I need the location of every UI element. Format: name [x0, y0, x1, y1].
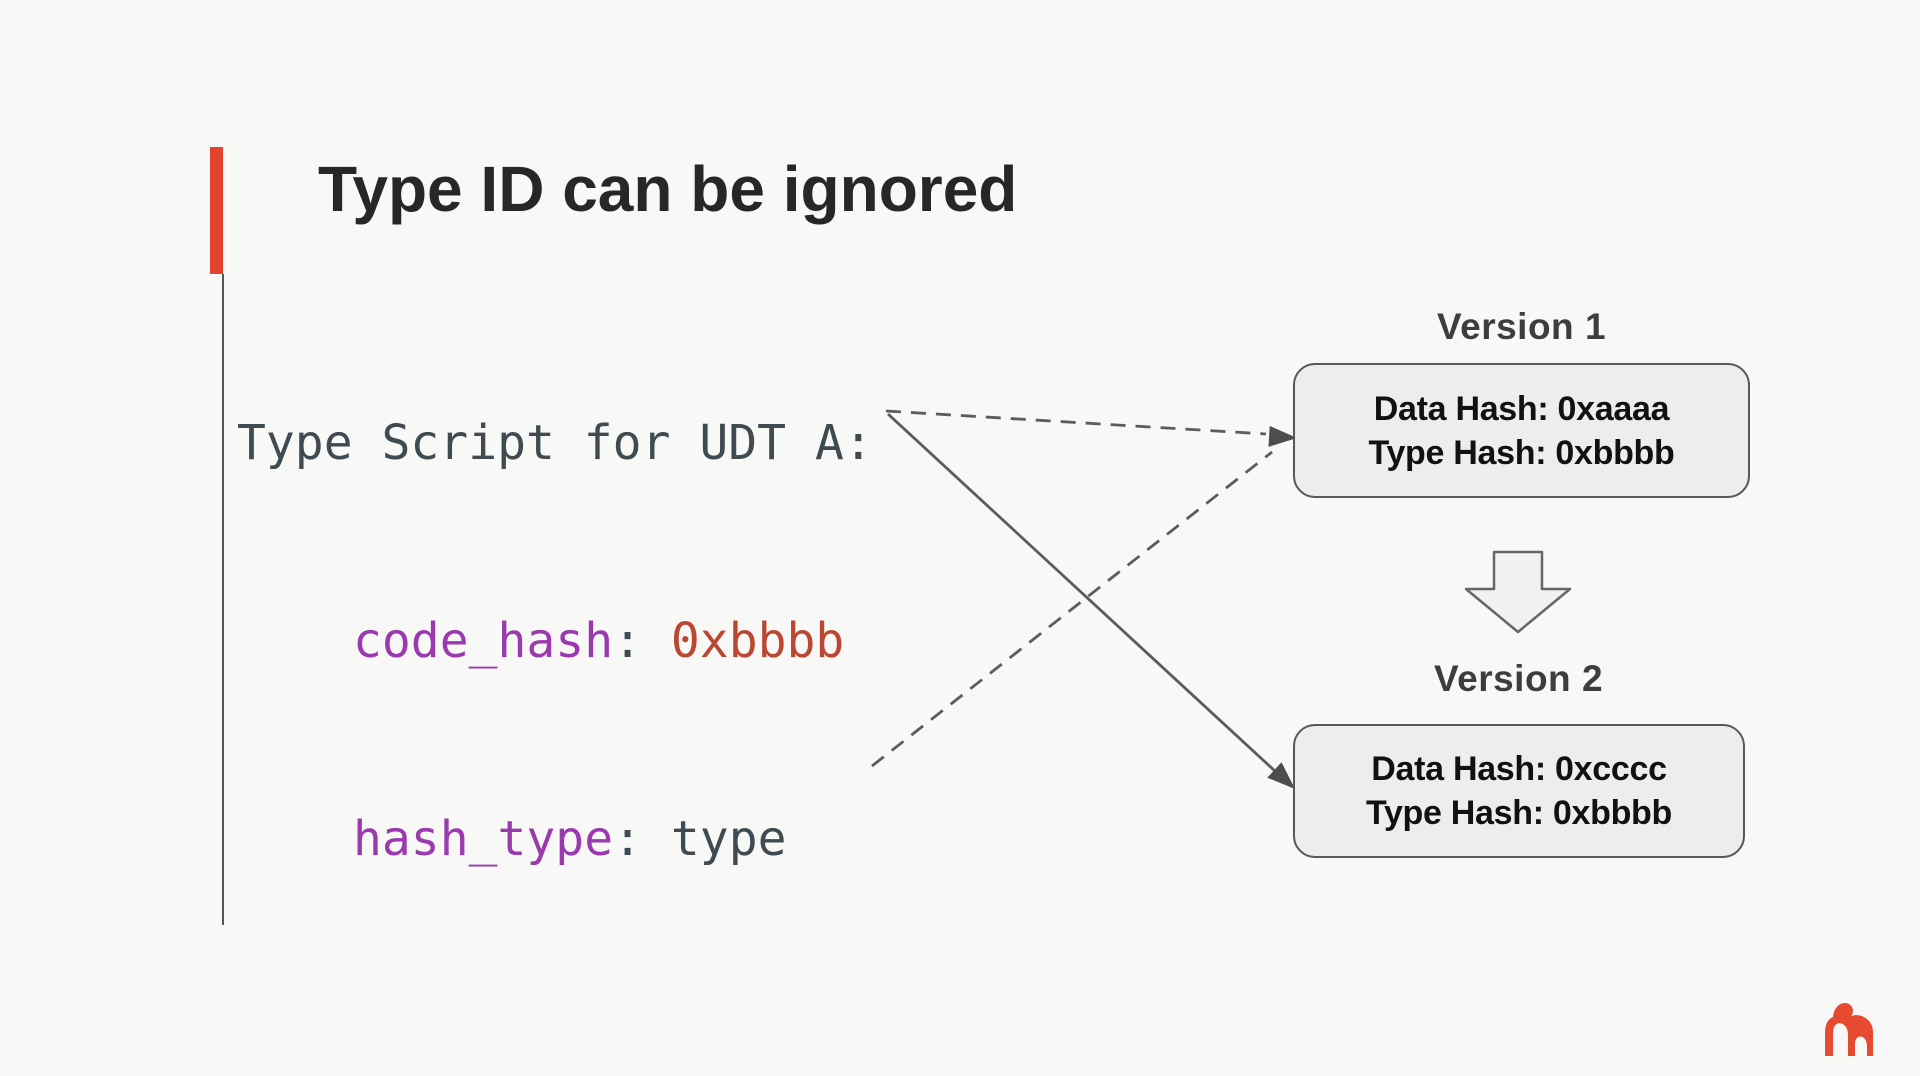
- code-header-a-text: Type Script for UDT A:: [237, 415, 873, 471]
- left-vertical-rule: [222, 274, 224, 925]
- version2-data-hash: Data Hash: 0xcccc: [1371, 750, 1667, 788]
- version2-box: Data Hash: 0xcccc Type Hash: 0xbbbb: [1293, 724, 1745, 858]
- code-line-header-a: Type Script for UDT A:: [237, 400, 873, 486]
- version1-box: Data Hash: 0xaaaa Type Hash: 0xbbbb: [1293, 363, 1750, 498]
- down-block-arrow-icon: [1464, 550, 1572, 634]
- separator-a1: :: [613, 613, 671, 669]
- page-title: Type ID can be ignored: [318, 153, 1018, 225]
- code-block: Type Script for UDT A: code_hash: 0xbbbb…: [237, 288, 873, 1076]
- keyword-hash-type-a: hash_type: [353, 811, 614, 867]
- gorilla-rear-leg-cutout: [1855, 1036, 1867, 1056]
- separator-a2: :: [613, 811, 671, 867]
- value-code-hash-a: 0xbbbb: [670, 613, 845, 669]
- dashed-arrow-a-to-v1: [885, 409, 1267, 436]
- version2-label: Version 2: [1433, 658, 1604, 699]
- code-line-a-hash-type: hash_type: type: [237, 796, 873, 882]
- dashed-arrow-b-to-v1: [871, 450, 1273, 768]
- value-hash-type-a: type: [670, 811, 787, 867]
- version1-type-hash: Type Hash: 0xbbbb: [1368, 433, 1675, 472]
- gorilla-front-leg-cutout: [1833, 1023, 1848, 1056]
- keyword-code-hash-a: code_hash: [353, 613, 614, 669]
- version2-type-hash: Type Hash: 0xbbbb: [1366, 794, 1672, 832]
- title-accent-bar: [210, 147, 223, 274]
- gorilla-logo-icon: [1825, 1003, 1873, 1056]
- version1-data-hash: Data Hash: 0xaaaa: [1373, 389, 1670, 428]
- code-line-blank: [237, 994, 873, 1076]
- arrowhead-v2: [1267, 762, 1295, 789]
- code-line-a-code-hash: code_hash: 0xbbbb: [237, 598, 873, 684]
- version1-label: Version 1: [1436, 306, 1607, 347]
- solid-arrow-a-to-v2: [887, 412, 1277, 774]
